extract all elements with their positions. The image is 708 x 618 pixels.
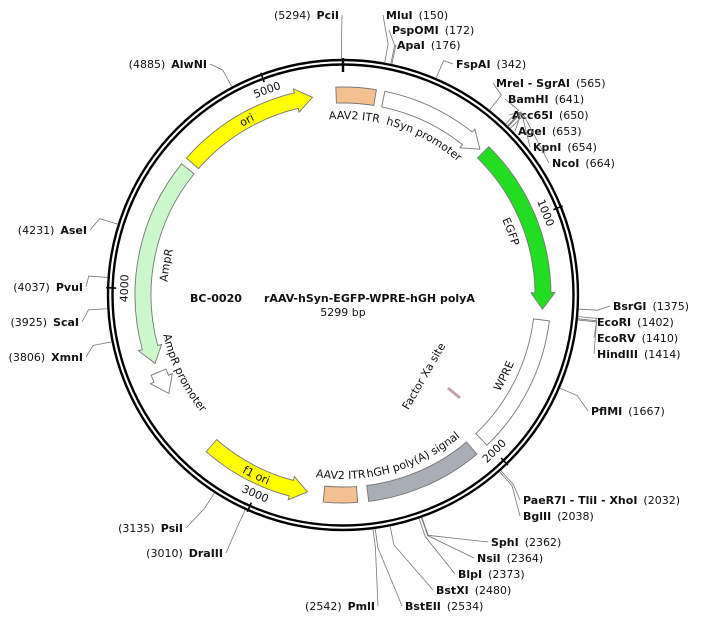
site-label-scai: (3925)ScaI — [10, 316, 79, 329]
site-label-blpi: BlpI(2373) — [458, 568, 525, 581]
site-label-bstxi: BstXI(2480) — [436, 584, 511, 597]
site-leader-psii — [185, 492, 215, 529]
site-leader-bsrgi — [578, 305, 611, 311]
site-label-pcii: (5294)PciI — [274, 9, 339, 22]
site-label-fspai: FspAI(342) — [456, 58, 526, 71]
site-leader-nsii — [420, 517, 475, 559]
site-leader-scai — [81, 308, 108, 323]
feature-label-ori: ori — [237, 111, 256, 129]
site-label-pflmi: PflMI(1667) — [591, 405, 665, 418]
tick-mark — [553, 205, 563, 211]
site-leader-paer7i-tlii-xhoi — [500, 470, 521, 501]
site-leader-alwni — [209, 63, 233, 88]
site-label-draiii: (3010)DraIII — [146, 547, 223, 560]
site-leader-pcii — [341, 14, 343, 60]
site-leader-bstxi — [389, 526, 434, 591]
site-leader-bamhi — [504, 98, 520, 125]
feature-aav2-itr-1 — [335, 86, 377, 107]
site-label-mrei-sgrai: MreI - SgrAI(565) — [496, 77, 606, 90]
site-label-bamhi: BamHI(641) — [508, 93, 584, 106]
site-label-bglii: BglII(2038) — [523, 510, 594, 523]
site-leader-mlui — [382, 14, 389, 63]
site-leader-pmli — [372, 529, 379, 607]
site-label-mlui: MluI(150) — [386, 9, 448, 22]
factor-xa-site-mark — [447, 386, 461, 400]
plasmid-name: rAAV-hSyn-EGFP-WPRE-hGH polyA — [264, 292, 475, 305]
feature-wpre — [475, 318, 550, 446]
tick-mark — [246, 502, 253, 513]
site-leader-bsteii — [374, 528, 403, 607]
site-leader-mrei-sgrai — [489, 82, 502, 111]
site-label-apai: ApaI(176) — [397, 39, 461, 52]
feature-aav2-itr-2 — [322, 485, 359, 504]
plasmid-title-block: BC-0020 rAAV-hSyn-EGFP-WPRE-hGH polyA 52… — [190, 292, 475, 319]
site-label-bsrgi: BsrGI(1375) — [613, 300, 689, 313]
site-label-kpni: KpnI(654) — [533, 141, 597, 154]
feature-label-ampr: AmpR — [157, 247, 175, 282]
site-label-sphi: SphI(2362) — [491, 536, 561, 549]
site-label-xmni: (3806)XmnI — [9, 351, 83, 364]
site-label-pmli: (2542)PmlI — [305, 600, 375, 613]
site-leader-pflmi — [559, 387, 589, 412]
restriction-sites: MluI(150) PspOMI(172) ApaI(176) FspAI(342) M… — [9, 9, 690, 613]
site-label-ncoi: NcoI(664) — [552, 157, 615, 170]
site-leader-xmni — [85, 341, 112, 358]
site-leader-apai — [391, 44, 397, 65]
tick-mark — [259, 72, 265, 83]
site-label-nsii: NsiI(2364) — [477, 552, 543, 565]
feature-hgh-polya — [366, 441, 478, 502]
site-leader-blpi — [418, 518, 456, 575]
site-label-ecori: EcoRI(1402) — [597, 316, 674, 329]
site-label-hindiii: HindIII(1414) — [597, 348, 681, 361]
feature-ampr — [134, 163, 195, 365]
site-leader-fspai — [435, 60, 454, 79]
feature-egfp — [476, 146, 556, 311]
site-label-acc65i: Acc65I(650) — [512, 109, 589, 122]
misc-features: Factor Xa site — [400, 340, 461, 412]
site-label-pvui: (4037)PvuI — [13, 281, 83, 294]
site-label-bsteii: BstEII(2534) — [405, 600, 483, 613]
site-label-pspomi: PspOMI(172) — [392, 24, 474, 37]
feature-ori — [185, 88, 314, 170]
plasmid-size: 5299 bp — [320, 306, 365, 319]
feature-label-egfp: EGFP — [499, 216, 521, 248]
site-leader-sphi — [421, 517, 489, 543]
factor-xa-site-label: Factor Xa site — [400, 340, 449, 411]
site-label-asei: (4231)AseI — [18, 224, 87, 237]
site-leader-acc65i — [507, 111, 522, 126]
feature-ampr-promoter — [149, 368, 173, 395]
site-leader-ecorv — [577, 318, 598, 339]
site-label-alwni: (4885)AlwNI — [129, 58, 207, 71]
site-leader-draiii — [225, 509, 246, 554]
site-leader-hindiii — [577, 319, 597, 355]
tick-label-4000: 4000 — [118, 274, 132, 302]
site-leader-pvui — [85, 275, 108, 288]
site-leader-bglii — [499, 471, 521, 517]
site-label-paer7i-tlii-xhoi: PaeR7I - TliI - XhoI(2032) — [523, 494, 680, 507]
site-label-psii: (3135)PsiI — [118, 522, 183, 535]
feature-label-aav2-itr-1: AAV2 ITR — [328, 109, 381, 126]
feature-label-aav2-itr-2: AAV2 ITR — [315, 467, 366, 482]
site-leader-kpni — [507, 112, 531, 148]
site-leader-asei — [89, 218, 118, 231]
plasmid-id: BC-0020 — [190, 292, 242, 305]
feature-hsyn-promoter — [381, 90, 481, 150]
feature-f1-ori — [205, 438, 309, 501]
tick-mark — [500, 457, 509, 466]
site-label-ecorv: EcoRV(1410) — [597, 332, 678, 345]
site-leader-ncoi — [509, 114, 550, 164]
